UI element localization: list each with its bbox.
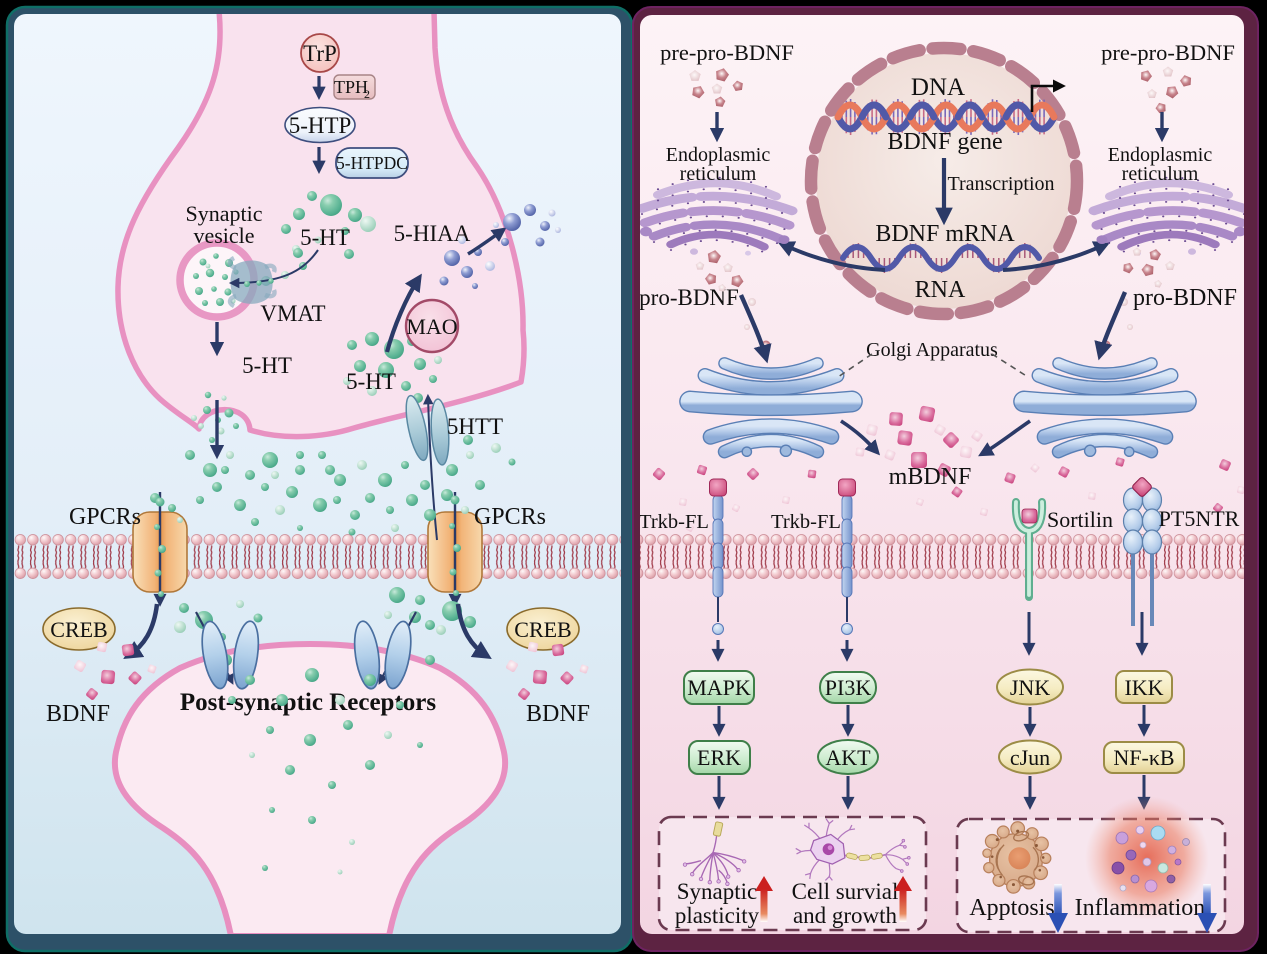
svg-text:5-HTP: 5-HTP: [289, 113, 352, 138]
svg-text:CREB: CREB: [514, 617, 571, 642]
svg-text:Synaptic: Synaptic: [186, 201, 263, 226]
svg-text:ERK: ERK: [697, 745, 741, 770]
svg-text:2: 2: [364, 87, 370, 101]
svg-text:and growth: and growth: [793, 903, 898, 928]
svg-text:BDNF: BDNF: [46, 701, 110, 727]
svg-text:reticulum: reticulum: [680, 163, 757, 185]
svg-text:Transcription: Transcription: [947, 173, 1054, 195]
svg-text:cJun: cJun: [1010, 745, 1050, 770]
svg-text:IKK: IKK: [1124, 675, 1163, 700]
svg-text:PT5NTR: PT5NTR: [1159, 506, 1240, 531]
svg-text:NF-κB: NF-κB: [1113, 745, 1174, 770]
svg-text:RNA: RNA: [915, 277, 966, 303]
svg-text:VMAT: VMAT: [260, 301, 325, 326]
svg-text:reticulum: reticulum: [1122, 163, 1199, 185]
svg-text:Apptosis: Apptosis: [969, 895, 1054, 921]
svg-text:Inflammation: Inflammation: [1075, 895, 1206, 921]
svg-text:AKT: AKT: [825, 745, 871, 770]
svg-text:Endoplasmic: Endoplasmic: [666, 144, 771, 166]
svg-text:5-HT: 5-HT: [300, 225, 350, 250]
svg-text:MAO: MAO: [406, 314, 457, 339]
svg-text:5-HT: 5-HT: [242, 353, 292, 378]
svg-text:BDNF gene: BDNF gene: [887, 129, 1002, 155]
svg-text:BDNF mRNA: BDNF mRNA: [875, 221, 1015, 247]
svg-text:vesicle: vesicle: [193, 223, 254, 248]
svg-text:Trkb-FL: Trkb-FL: [771, 511, 841, 533]
svg-text:TrP: TrP: [303, 41, 337, 66]
svg-text:Post-synaptic Receptors: Post-synaptic Receptors: [180, 689, 436, 716]
svg-text:DNA: DNA: [911, 74, 965, 101]
svg-text:Cell survial: Cell survial: [792, 879, 899, 904]
svg-text:TPH: TPH: [334, 77, 368, 97]
svg-text:Golgi Apparatus: Golgi Apparatus: [866, 339, 998, 361]
svg-text:pre-pro-BDNF: pre-pro-BDNF: [660, 40, 794, 65]
svg-text:GPCRs: GPCRs: [474, 504, 546, 530]
svg-text:MAPK: MAPK: [687, 675, 751, 700]
svg-text:Sortilin: Sortilin: [1047, 507, 1113, 532]
svg-text:Trkb-FL: Trkb-FL: [639, 511, 709, 533]
svg-text:plasticity: plasticity: [675, 903, 760, 928]
svg-text:BDNF: BDNF: [526, 701, 590, 727]
svg-text:5-HIAA: 5-HIAA: [394, 221, 471, 246]
svg-text:5-HT: 5-HT: [346, 369, 396, 394]
svg-text:CREB: CREB: [50, 617, 107, 642]
svg-text:pro-BDNF: pro-BDNF: [1133, 285, 1237, 311]
svg-text:5-HTPDC: 5-HTPDC: [336, 153, 408, 173]
svg-text:pre-pro-BDNF: pre-pro-BDNF: [1101, 40, 1235, 65]
svg-text:Endoplasmic: Endoplasmic: [1108, 144, 1213, 166]
svg-text:Synaptic: Synaptic: [677, 879, 758, 904]
svg-text:PI3K: PI3K: [825, 675, 872, 700]
svg-text:JNK: JNK: [1010, 675, 1050, 700]
svg-text:5HTT: 5HTT: [447, 414, 503, 439]
svg-text:mBDNF: mBDNF: [889, 464, 972, 490]
svg-text:GPCRs: GPCRs: [69, 504, 141, 530]
